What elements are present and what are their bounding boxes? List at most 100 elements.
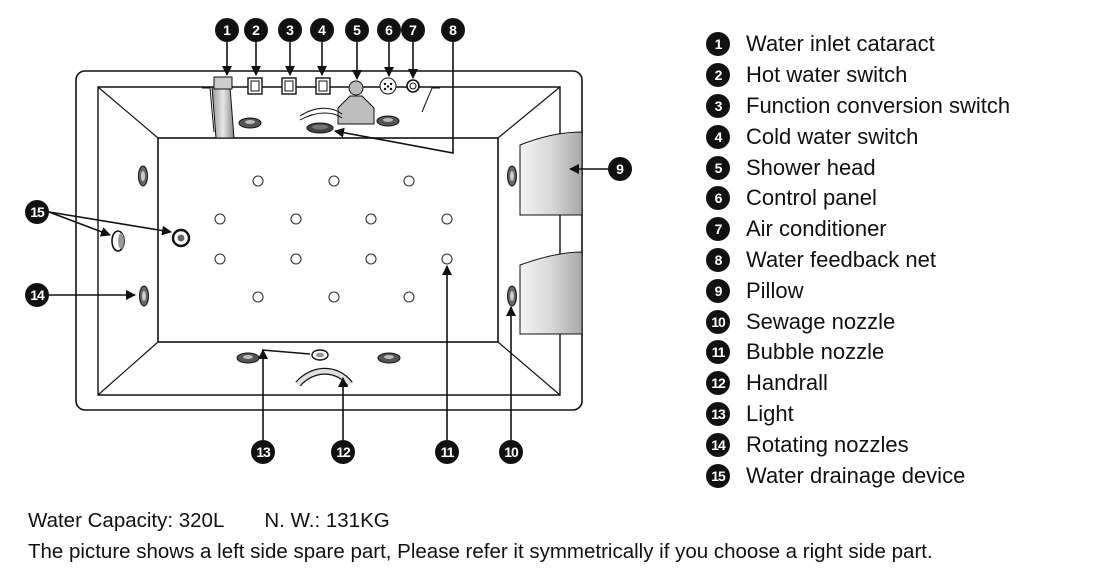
callout-badge: 10 <box>499 440 523 464</box>
bubble-nozzle <box>290 213 302 225</box>
legend-number: 12 <box>706 371 730 396</box>
legend-label: Air conditioner <box>746 216 887 242</box>
legend-item: 8 Water feedback net <box>706 245 1096 276</box>
hot-water-switch <box>247 77 263 95</box>
legend-label: Sewage nozzle <box>746 308 896 334</box>
callout-badge: 8 <box>441 18 465 42</box>
legend-label: Handrall <box>746 370 828 396</box>
legend-item: 1 Water inlet cataract <box>706 29 1096 60</box>
legend-label: Shower head <box>746 154 876 180</box>
callout-badge: 3 <box>278 18 302 42</box>
callout-badge: 7 <box>401 18 425 42</box>
bubble-nozzle <box>441 253 453 265</box>
leader-lines <box>48 42 608 440</box>
air-conditioner <box>406 79 420 93</box>
water-capacity: Water Capacity: 320L <box>28 509 225 532</box>
legend-label: Pillow <box>746 277 804 303</box>
legend-label: Water feedback net <box>746 246 936 272</box>
spec-line: Water Capacity: 320L N. W.: 131KG <box>28 509 390 533</box>
legend-label: Function conversion switch <box>746 92 1011 118</box>
svg-text:1: 1 <box>223 22 231 38</box>
legend-number: 3 <box>706 93 730 118</box>
legend-item: 6 Control panel <box>706 183 1096 214</box>
legend-number: 5 <box>706 155 730 180</box>
legend-label: Cold water switch <box>746 123 919 149</box>
bubble-nozzles <box>214 175 453 303</box>
svg-text:6: 6 <box>385 22 393 38</box>
legend-item: 10 Sewage nozzle <box>706 306 1096 337</box>
rotating-nozzles <box>138 165 517 307</box>
control-panel <box>379 77 397 95</box>
legend-number: 8 <box>706 247 730 272</box>
callout-badge: 4 <box>310 18 334 42</box>
legend-label: Bubble nozzle <box>746 339 885 365</box>
net-weight: N. W.: 131KG <box>264 509 390 532</box>
bubble-nozzle <box>214 253 226 265</box>
callout-badge: 14 <box>25 283 49 307</box>
bubble-nozzle <box>403 291 415 303</box>
legend-number: 14 <box>706 432 730 457</box>
bubble-nozzle <box>441 213 453 225</box>
bubble-nozzle <box>252 175 264 187</box>
svg-text:15: 15 <box>30 204 45 220</box>
legend-number: 9 <box>706 278 730 303</box>
legend-item: 5 Shower head <box>706 152 1096 183</box>
legend-item: 12 Handrall <box>706 368 1096 399</box>
bubble-nozzle <box>365 213 377 225</box>
callout-badge: 12 <box>331 440 355 464</box>
bubble-nozzle <box>328 175 340 187</box>
legend-item: 9 Pillow <box>706 275 1096 306</box>
bottom-jets <box>236 352 401 364</box>
callout-badges: 1 2 3 4 5 6 7 8 9 10 11 12 13 14 15 <box>25 18 632 464</box>
shower-head <box>299 80 375 125</box>
callout-badge: 1 <box>215 18 239 42</box>
legend-label: Control panel <box>746 185 877 211</box>
legend-item: 15 Water drainage device <box>706 460 1096 491</box>
callout-badge: 2 <box>244 18 268 42</box>
svg-text:11: 11 <box>441 444 455 460</box>
pillows <box>519 131 583 335</box>
function-conversion-switch <box>281 77 297 95</box>
callout-badge: 13 <box>251 440 275 464</box>
legend-item: 13 Light <box>706 399 1096 430</box>
bubble-nozzle <box>403 175 415 187</box>
legend-label: Water inlet cataract <box>746 31 935 57</box>
legend-number: 13 <box>706 401 730 426</box>
legend-item: 14 Rotating nozzles <box>706 429 1096 460</box>
top-jets <box>238 115 400 129</box>
legend-item: 7 Air conditioner <box>706 214 1096 245</box>
legend-label: Water drainage device <box>746 462 966 488</box>
svg-text:5: 5 <box>353 22 361 38</box>
legend-label: Rotating nozzles <box>746 431 909 457</box>
svg-text:10: 10 <box>504 444 519 460</box>
bubble-nozzle <box>328 291 340 303</box>
callout-badge: 6 <box>377 18 401 42</box>
svg-text:7: 7 <box>409 22 417 38</box>
svg-text:14: 14 <box>30 287 45 303</box>
legend-number: 1 <box>706 32 730 57</box>
bubble-nozzle <box>252 291 264 303</box>
cold-water-switch <box>315 77 331 95</box>
svg-text:9: 9 <box>616 161 624 177</box>
rim-accent <box>202 87 215 133</box>
svg-text:3: 3 <box>286 22 294 38</box>
rim-accent <box>421 87 440 113</box>
callout-badge: 5 <box>345 18 369 42</box>
bubble-nozzle <box>365 253 377 265</box>
legend-label: Hot water switch <box>746 62 908 88</box>
side-part-note: The picture shows a left side spare part… <box>28 540 933 563</box>
legend-number: 15 <box>706 463 730 488</box>
svg-text:12: 12 <box>336 444 351 460</box>
bubble-nozzle <box>214 213 226 225</box>
svg-text:4: 4 <box>318 22 326 38</box>
legend-number: 10 <box>706 309 730 334</box>
legend-number: 7 <box>706 217 730 242</box>
legend-label: Light <box>746 400 794 426</box>
legend-number: 6 <box>706 186 730 211</box>
water-drainage-device <box>111 228 191 252</box>
